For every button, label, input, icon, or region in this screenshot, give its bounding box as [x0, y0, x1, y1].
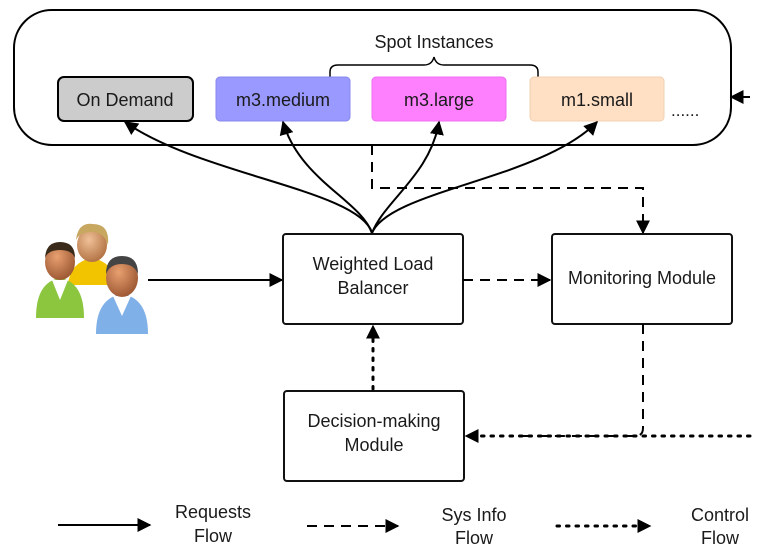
instance-m3-large: m3.large: [371, 76, 507, 122]
instance-on-demand: On Demand: [57, 76, 194, 122]
users-group-icon: [36, 223, 148, 334]
request-arrow-m1-small: [371, 121, 598, 234]
monitoring-label: Monitoring Module: [568, 268, 716, 288]
request-arrow-m3-medium: [279, 120, 373, 234]
instance-on-demand-label: On Demand: [76, 90, 173, 110]
instance-m3-large-label: m3.large: [404, 90, 474, 110]
decision-label-line2: Module: [344, 435, 403, 455]
decision-label-line1: Decision-making: [307, 411, 440, 431]
monitoring-module-box: Monitoring Module: [551, 233, 733, 325]
legend-sysinfo-label-line2: Flow: [455, 528, 494, 548]
balancer-label-line1: Weighted Load: [313, 254, 434, 274]
legend: Requests Flow Sys Info Flow Control Flow: [58, 502, 749, 548]
legend-sysinfo-label-line1: Sys Info: [441, 505, 506, 525]
instance-m1-small-label: m1.small: [561, 90, 633, 110]
request-arrow-on-demand: [123, 121, 373, 234]
legend-requests-label-line1: Requests: [175, 502, 251, 522]
balancer-label-line2: Balancer: [337, 278, 408, 298]
decision-module-box: Decision-making Module: [283, 390, 465, 482]
sysinfo-arrow-monitoring-to-decision: [510, 324, 644, 437]
spot-instances-label: Spot Instances: [374, 32, 493, 52]
legend-requests-label-line2: Flow: [194, 526, 233, 546]
request-arrow-m3-large: [371, 120, 444, 234]
legend-control-label-line2: Flow: [701, 528, 740, 548]
instance-m3-medium: m3.medium: [215, 76, 351, 122]
instance-m3-medium-label: m3.medium: [236, 90, 330, 110]
more-instances-ellipsis: ......: [671, 101, 699, 120]
instance-m1-small: m1.small: [529, 76, 665, 122]
legend-control-label-line1: Control: [691, 505, 749, 525]
weighted-load-balancer-box: Weighted Load Balancer: [282, 233, 464, 325]
sysinfo-arrow-instances-to-monitoring: [371, 145, 650, 235]
spot-instances-brace: [329, 56, 539, 77]
